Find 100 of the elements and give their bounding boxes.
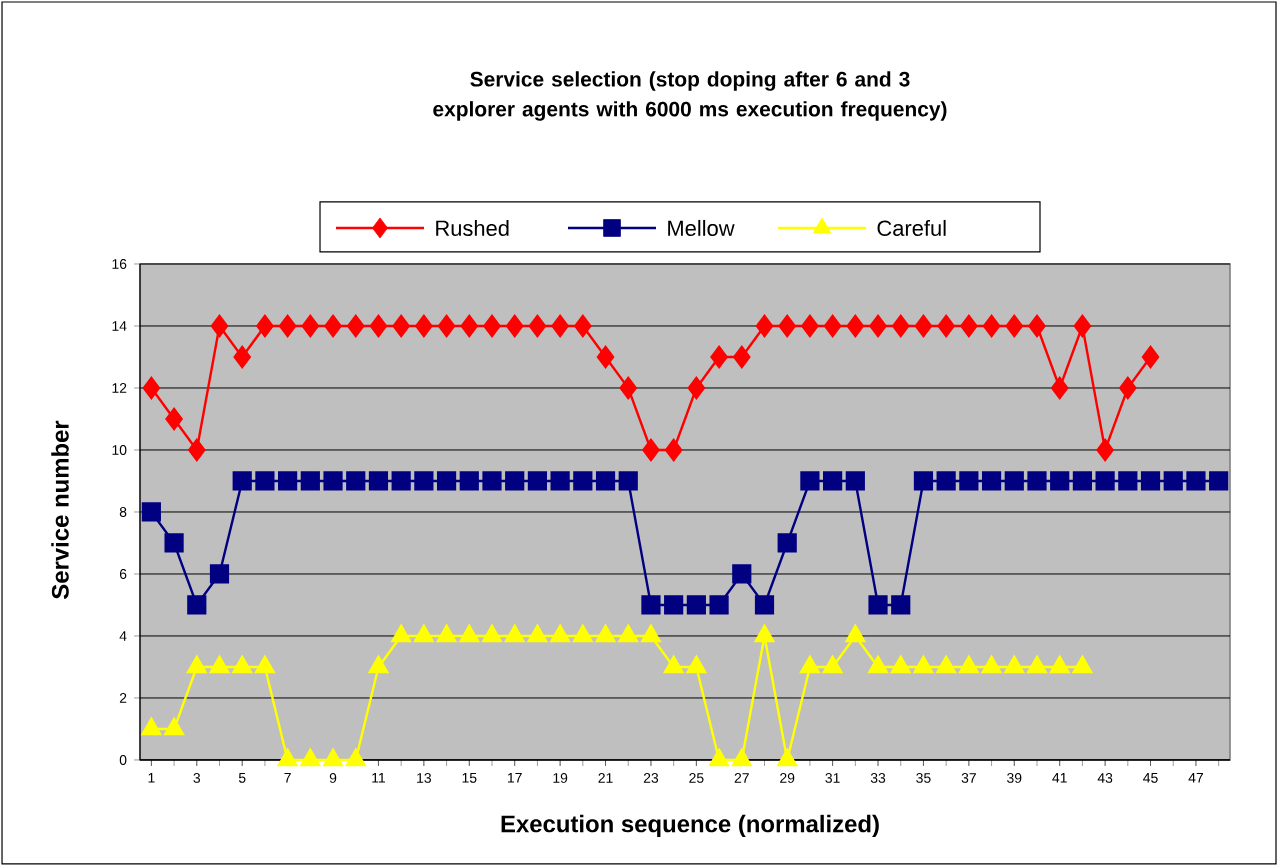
legend-label: Careful bbox=[877, 219, 946, 237]
point bbox=[1072, 471, 1093, 491]
legend-label: Rushed bbox=[436, 219, 509, 237]
point bbox=[324, 314, 342, 338]
point bbox=[392, 314, 410, 338]
point bbox=[391, 471, 411, 491]
point bbox=[778, 314, 796, 338]
point bbox=[323, 748, 343, 767]
point bbox=[868, 655, 888, 674]
point bbox=[550, 624, 570, 643]
point bbox=[1119, 376, 1137, 400]
point bbox=[1163, 471, 1183, 491]
point bbox=[868, 595, 888, 615]
point bbox=[436, 471, 457, 491]
point bbox=[892, 314, 910, 338]
point bbox=[686, 595, 706, 615]
point bbox=[596, 345, 615, 369]
point bbox=[642, 438, 660, 462]
point bbox=[459, 471, 479, 491]
point bbox=[141, 502, 161, 522]
point bbox=[505, 471, 525, 491]
point bbox=[595, 624, 616, 643]
point bbox=[641, 624, 661, 643]
point bbox=[573, 471, 593, 491]
point bbox=[733, 345, 751, 369]
point bbox=[913, 471, 934, 491]
axis-title: Execution sequence (normalized) bbox=[501, 814, 879, 838]
point bbox=[1004, 471, 1024, 491]
point bbox=[483, 314, 501, 338]
point bbox=[1049, 655, 1070, 674]
point bbox=[982, 314, 1001, 338]
point bbox=[391, 624, 412, 643]
point bbox=[346, 471, 366, 491]
point bbox=[164, 717, 184, 736]
point bbox=[278, 471, 298, 491]
point bbox=[551, 314, 569, 338]
point bbox=[1051, 376, 1069, 400]
point bbox=[414, 471, 434, 491]
point bbox=[641, 595, 661, 615]
chart-title: Service selection (stop doping after 6 and 3 explorer agents with 6000 ms execution frequency) bbox=[433, 71, 947, 121]
point bbox=[732, 564, 752, 584]
point bbox=[1005, 314, 1023, 338]
point bbox=[527, 624, 548, 643]
point bbox=[777, 533, 797, 553]
point bbox=[710, 345, 728, 369]
point bbox=[572, 624, 593, 643]
point bbox=[619, 376, 637, 400]
point bbox=[255, 655, 275, 674]
point bbox=[142, 376, 161, 400]
point bbox=[482, 471, 502, 491]
point bbox=[890, 655, 911, 674]
point bbox=[437, 314, 456, 338]
point bbox=[209, 564, 230, 584]
point bbox=[595, 471, 616, 491]
axis-title: Service number bbox=[51, 420, 69, 599]
point bbox=[959, 655, 979, 674]
point bbox=[1027, 655, 1047, 674]
point bbox=[936, 471, 956, 491]
point bbox=[1028, 314, 1046, 338]
point bbox=[506, 314, 524, 338]
point bbox=[914, 314, 933, 338]
point bbox=[664, 595, 684, 615]
point bbox=[278, 314, 297, 338]
point bbox=[460, 314, 478, 338]
point bbox=[936, 655, 957, 674]
point bbox=[800, 471, 820, 491]
point bbox=[823, 471, 843, 491]
point bbox=[232, 655, 253, 674]
point bbox=[754, 624, 775, 643]
point bbox=[960, 314, 978, 338]
point bbox=[347, 314, 365, 338]
point bbox=[550, 471, 570, 491]
point bbox=[256, 314, 274, 338]
point bbox=[1140, 471, 1161, 491]
point bbox=[527, 471, 548, 491]
point bbox=[846, 314, 865, 338]
point bbox=[731, 748, 752, 767]
point bbox=[845, 471, 865, 491]
point bbox=[822, 655, 843, 674]
point bbox=[528, 314, 547, 338]
point bbox=[323, 471, 343, 491]
point bbox=[187, 595, 207, 615]
point bbox=[141, 717, 162, 736]
point bbox=[300, 748, 321, 767]
point bbox=[1095, 471, 1115, 491]
point bbox=[165, 407, 183, 431]
point bbox=[188, 438, 206, 462]
point bbox=[1050, 471, 1070, 491]
point bbox=[233, 345, 251, 369]
point bbox=[1004, 655, 1025, 674]
point bbox=[186, 655, 207, 674]
point bbox=[368, 655, 389, 674]
point bbox=[686, 655, 707, 674]
point bbox=[777, 748, 798, 767]
point bbox=[300, 471, 320, 491]
point bbox=[664, 438, 683, 462]
point bbox=[1073, 314, 1092, 338]
point bbox=[368, 471, 389, 491]
point bbox=[618, 471, 638, 491]
point bbox=[801, 314, 819, 338]
